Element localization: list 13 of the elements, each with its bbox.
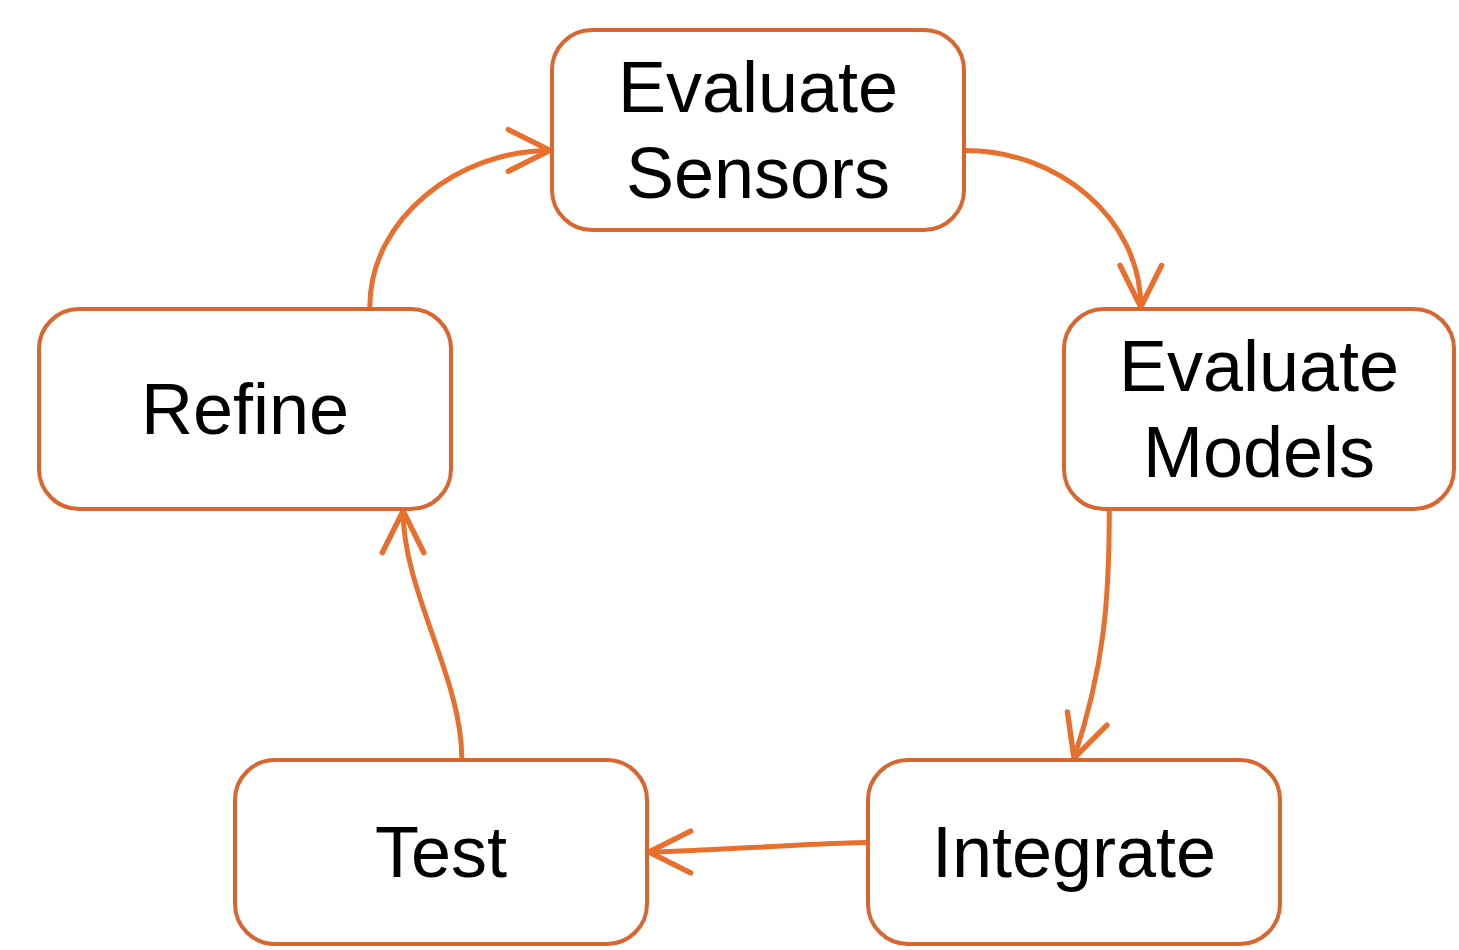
step-label: Test — [374, 810, 507, 894]
step-label: Refine — [140, 367, 350, 451]
step-label: Integrate — [931, 810, 1217, 894]
process-box — [37, 307, 453, 511]
step-label: Evaluate Models — [1117, 324, 1401, 494]
arrow — [965, 147, 1162, 310]
step-label: Evaluate Sensors — [616, 45, 900, 215]
process-box — [550, 28, 966, 232]
process-box — [866, 758, 1282, 946]
arrow — [1064, 511, 1112, 761]
process-box — [1062, 307, 1456, 511]
process-box — [233, 758, 649, 946]
arrow — [381, 508, 465, 759]
